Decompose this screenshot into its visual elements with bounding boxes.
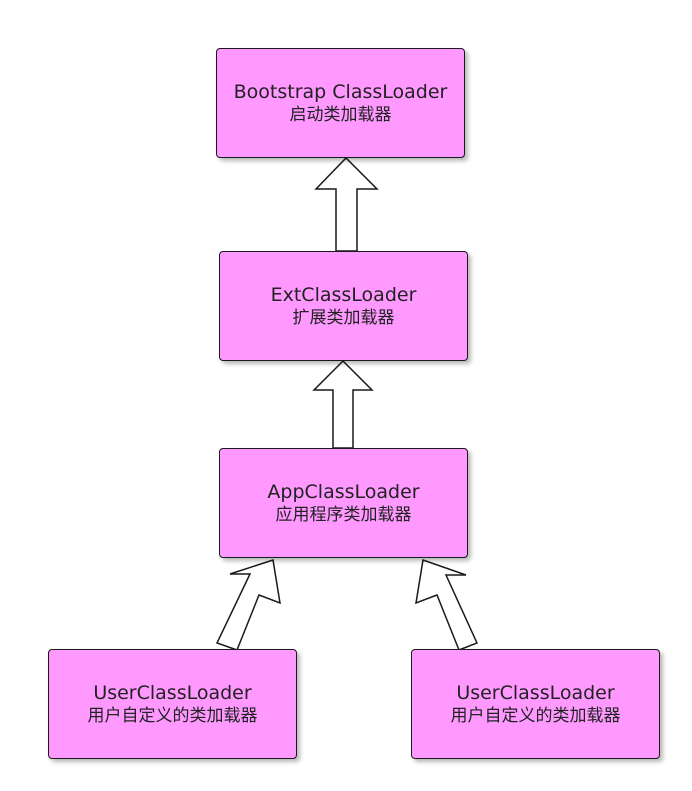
arrow-app-to-ext <box>312 359 374 449</box>
node-subtitle: 应用程序类加载器 <box>275 505 412 525</box>
arrow-ext-to-bootstrap <box>314 156 379 252</box>
node-app-classloader: AppClassLoader 应用程序类加载器 <box>219 448 468 558</box>
node-title: UserClassLoader <box>93 682 252 704</box>
arrow-user-right-to-app <box>415 558 479 651</box>
node-title: AppClassLoader <box>267 481 420 503</box>
node-title: Bootstrap ClassLoader <box>233 81 448 103</box>
node-subtitle: 用户自定义的类加载器 <box>87 706 258 726</box>
arrow-user-left-to-app <box>215 559 281 651</box>
node-ext-classloader: ExtClassLoader 扩展类加载器 <box>219 251 468 361</box>
node-subtitle: 启动类加载器 <box>289 105 392 125</box>
node-title: UserClassLoader <box>456 682 615 704</box>
node-user-classloader-right: UserClassLoader 用户自定义的类加载器 <box>411 649 660 759</box>
node-subtitle: 扩展类加载器 <box>292 308 395 328</box>
node-title: ExtClassLoader <box>270 284 417 306</box>
node-subtitle: 用户自定义的类加载器 <box>450 706 621 726</box>
node-bootstrap-classloader: Bootstrap ClassLoader 启动类加载器 <box>216 48 465 158</box>
node-user-classloader-left: UserClassLoader 用户自定义的类加载器 <box>48 649 297 759</box>
